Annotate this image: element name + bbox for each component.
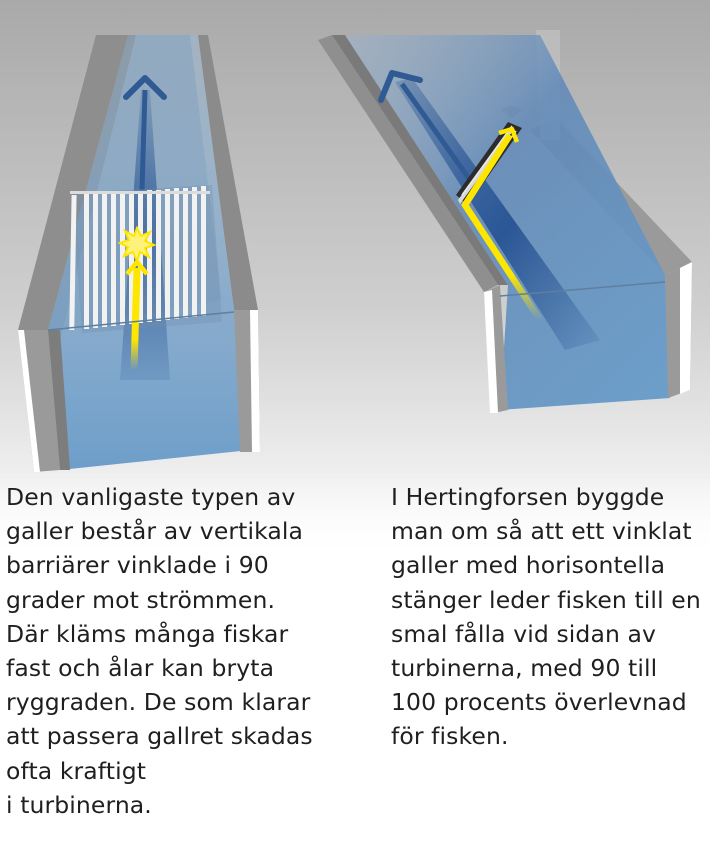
arrow-up-icon xyxy=(123,75,167,191)
caption-line: ryggraden. De som klarar xyxy=(6,688,311,717)
arrow-up-icon xyxy=(378,70,473,182)
caption-line: 100 procents överlevnad xyxy=(391,688,687,717)
caption-line: I Hertingforsen byggde xyxy=(391,483,665,511)
caption-line: för fisken. xyxy=(391,722,509,751)
caption-line: smal fålla vid sidan av xyxy=(391,619,657,648)
right-channel-angled-grate xyxy=(318,30,692,413)
caption-line: Där kläms många fiskar xyxy=(6,619,289,648)
left-channel-left-wall xyxy=(18,35,128,330)
caption-line: man om så att ett vinklat xyxy=(391,517,692,546)
caption-line: Den vanligaste typen av xyxy=(6,483,296,511)
caption-line: fast och ålar kan bryta xyxy=(6,654,275,683)
caption-angled-grate: I Hertingforsen byggde man om så att ett … xyxy=(391,480,701,754)
caption-line: i turbinerna. xyxy=(6,790,152,819)
caption-line: att passera gallret skadas xyxy=(6,722,313,751)
caption-line: barriärer vinklade i 90 xyxy=(6,551,269,580)
caption-line: turbinerna, med 90 till xyxy=(391,654,658,683)
right-channel-left-wall xyxy=(318,35,498,292)
left-channel-vertical-grate xyxy=(18,35,260,472)
left-channel-front-left-wall xyxy=(18,330,60,472)
caption-line: ofta kraftigt xyxy=(6,756,147,785)
caption-line: grader mot strömmen. xyxy=(6,585,276,614)
left-channel-right-wall xyxy=(198,35,258,310)
fish-path-arrow-icon xyxy=(461,126,543,322)
caption-line: galler består av vertikala xyxy=(6,517,304,546)
vertical-grate xyxy=(69,185,222,333)
starburst-collision-icon xyxy=(117,225,157,264)
caption-line: galler med horisontella xyxy=(391,551,666,580)
caption-line: stänger leder fisken till en xyxy=(391,585,701,614)
caption-vertical-grate: Den vanligaste typen av galler består av … xyxy=(6,480,313,822)
